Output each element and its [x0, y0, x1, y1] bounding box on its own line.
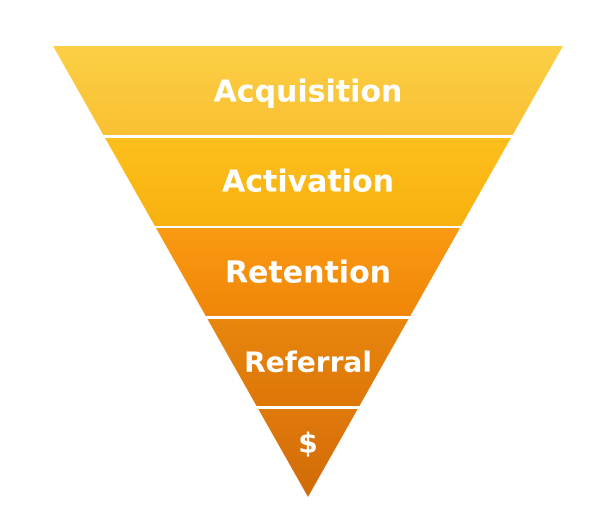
funnel-stage-1-label: Acquisition — [214, 75, 403, 110]
funnel-stage-5-label: $ — [298, 427, 317, 460]
funnel-stage-2-label: Activation — [222, 165, 394, 200]
funnel-stage-3-label: Retention — [225, 256, 391, 291]
funnel-stage-2 — [105, 138, 511, 226]
funnel-stage-1 — [53, 46, 563, 135]
funnel-stage-4 — [207, 319, 409, 406]
funnel-stage-4-label: Referral — [244, 346, 372, 379]
funnel-stage-5 — [258, 409, 358, 497]
funnel-stage-3 — [155, 228, 461, 316]
